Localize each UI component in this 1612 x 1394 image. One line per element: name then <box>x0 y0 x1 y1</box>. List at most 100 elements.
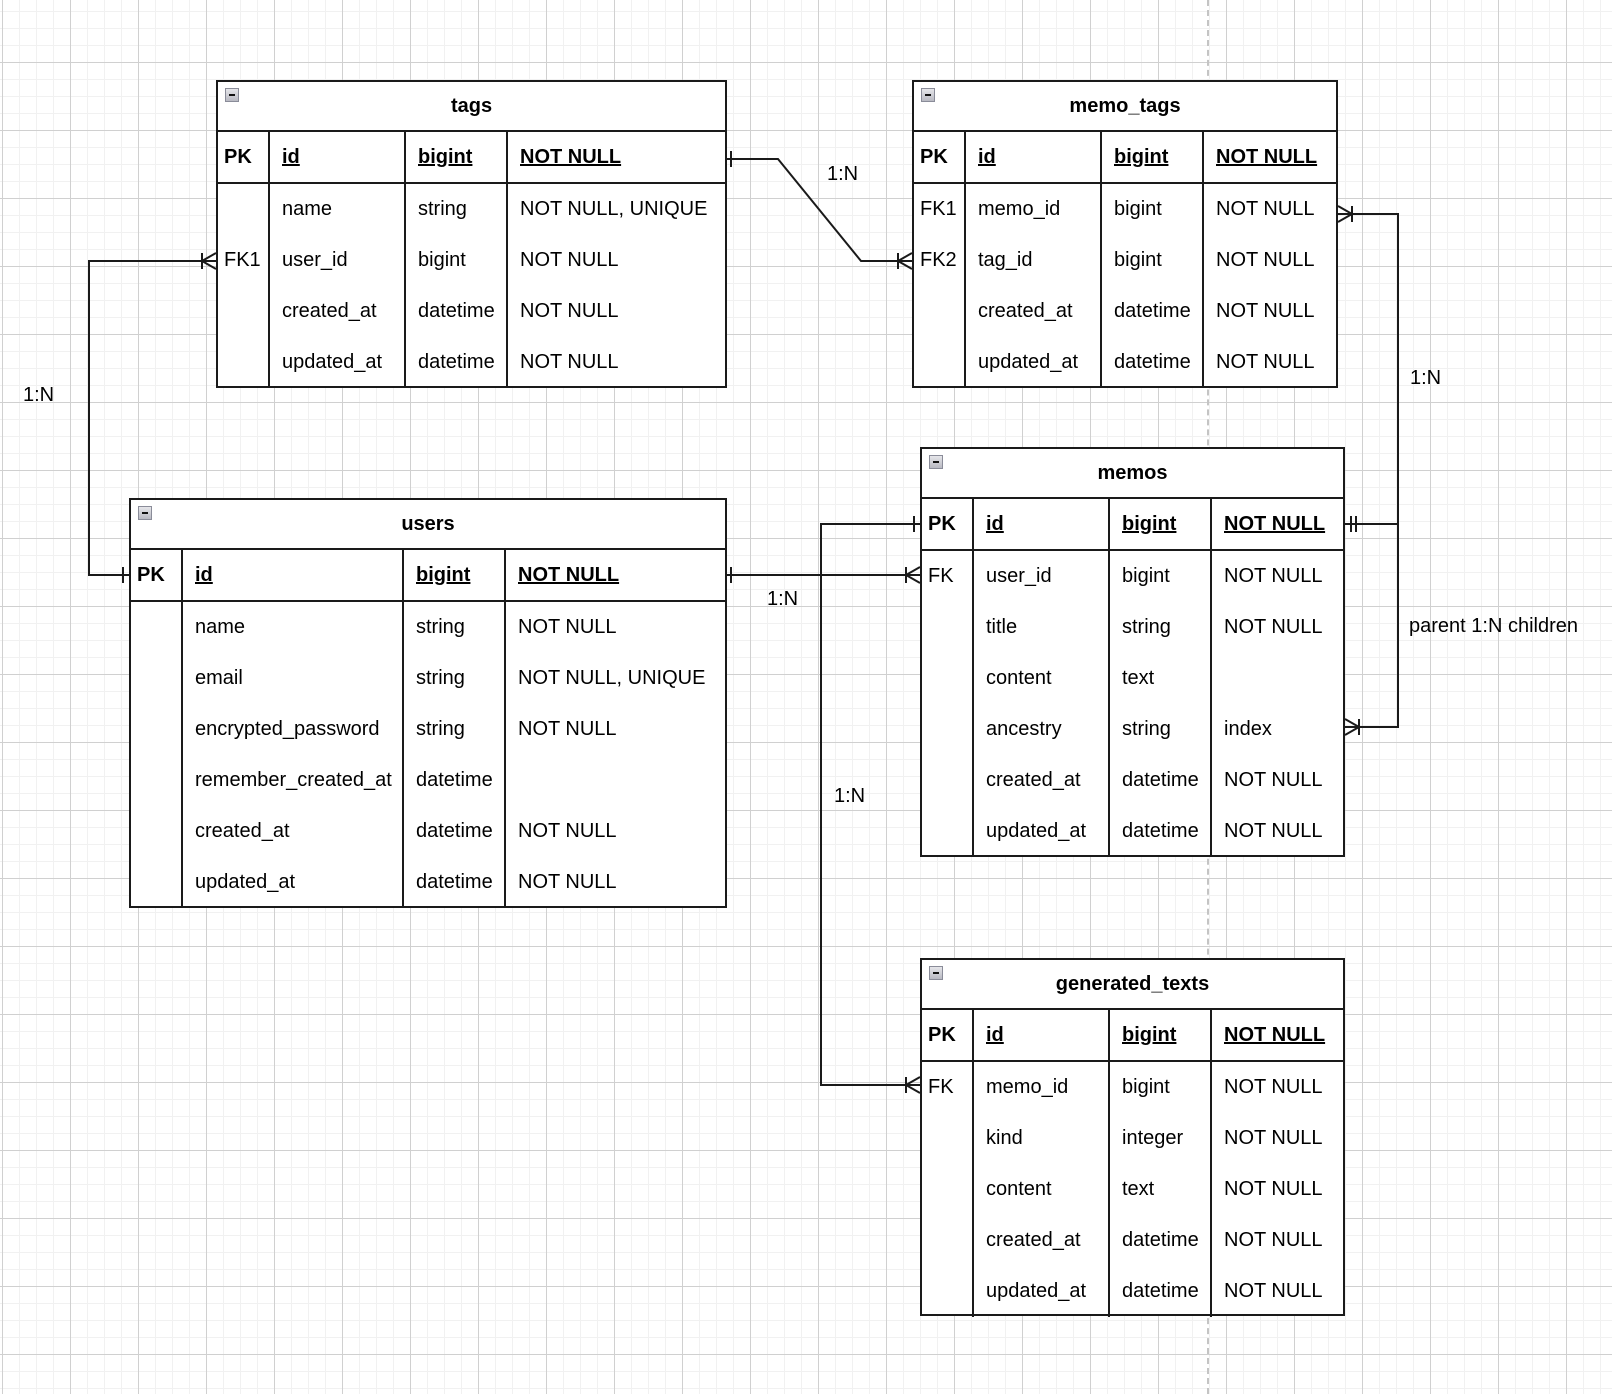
many-marker <box>903 566 921 584</box>
table-row: remember_created_at datetime <box>131 755 725 806</box>
key-cell: FK <box>928 1076 954 1098</box>
table-row: created_at datetime NOT NULL <box>218 286 725 337</box>
table-row: email string NOT NULL, UNIQUE <box>131 653 725 704</box>
field-type: bigint <box>1108 499 1211 551</box>
collapse-icon[interactable] <box>929 966 943 980</box>
connector-memos-generated-texts[interactable] <box>820 516 921 1094</box>
table-row: updated_at datetime NOT NULL <box>922 1266 1343 1317</box>
field-constraint <box>1210 653 1343 704</box>
table-row: content text NOT NULL <box>922 1164 1343 1215</box>
field-name: memo_id <box>972 1061 1109 1113</box>
relationship-label: parent 1:N children <box>1409 615 1578 637</box>
field-type: bigint <box>1100 235 1203 286</box>
entity-users[interactable]: users PK id bigint NOT NULL name string … <box>129 498 727 908</box>
table-row-pk: PK id bigint NOT NULL <box>914 132 1336 184</box>
connector-memos-self[interactable] <box>1344 524 1399 736</box>
key-cell <box>131 806 182 857</box>
entity-generated-texts[interactable]: generated_texts PK id bigint NOT NULL FK… <box>920 958 1345 1317</box>
entity-tags[interactable]: tags PK id bigint NOT NULL name string N… <box>216 80 727 388</box>
field-type: text <box>1108 1164 1211 1215</box>
table-row-pk: PK id bigint NOT NULL <box>131 550 725 602</box>
field-type: integer <box>1108 1113 1211 1164</box>
field-constraint: NOT NULL <box>504 601 725 653</box>
connector-users-memos[interactable] <box>727 566 921 584</box>
field-name: ancestry <box>972 704 1109 755</box>
field-name: name <box>268 183 405 235</box>
field-table: PK id bigint NOT NULL FK1 memo_id bigint… <box>914 132 1336 388</box>
table-row-pk: PK id bigint NOT NULL <box>922 499 1343 551</box>
relationship-label: 1:N <box>767 588 799 610</box>
collapse-icon[interactable] <box>929 455 943 469</box>
connector-tags-memo-tags[interactable] <box>727 151 913 270</box>
entity-title: tags <box>218 82 725 132</box>
table-row: FK user_id bigint NOT NULL <box>922 550 1343 602</box>
key-cell <box>131 704 182 755</box>
field-name: content <box>972 1164 1109 1215</box>
field-name: created_at <box>268 286 405 337</box>
table-row: title string NOT NULL <box>922 602 1343 653</box>
field-type: string <box>402 704 505 755</box>
field-type: bigint <box>1100 132 1203 184</box>
field-type: datetime <box>1108 755 1211 806</box>
table-row-pk: PK id bigint NOT NULL <box>218 132 725 184</box>
entity-memos[interactable]: memos PK id bigint NOT NULL FK user_id b… <box>920 447 1345 857</box>
field-constraint: NOT NULL <box>1202 337 1336 388</box>
entity-title-text: generated_texts <box>1055 972 1210 995</box>
field-table: PK id bigint NOT NULL name string NOT NU… <box>131 550 725 908</box>
key-cell <box>218 286 269 337</box>
key-cell <box>131 601 182 653</box>
field-name: created_at <box>972 755 1109 806</box>
field-constraint: NOT NULL <box>1210 1266 1343 1317</box>
collapse-icon[interactable] <box>138 506 152 520</box>
entity-memo-tags[interactable]: memo_tags PK id bigint NOT NULL FK1 memo… <box>912 80 1338 388</box>
field-constraint: NOT NULL <box>1210 550 1343 602</box>
table-row: created_at datetime NOT NULL <box>922 755 1343 806</box>
table-row: FK2 tag_id bigint NOT NULL <box>914 235 1336 286</box>
field-table: PK id bigint NOT NULL FK memo_id bigint … <box>922 1010 1343 1317</box>
field-name: email <box>181 653 403 704</box>
field-name: memo_id <box>964 183 1101 235</box>
field-constraint: NOT NULL, UNIQUE <box>504 653 725 704</box>
field-constraint: NOT NULL <box>1210 1215 1343 1266</box>
key-cell <box>922 806 973 857</box>
field-table: PK id bigint NOT NULL FK user_id bigint … <box>922 499 1343 857</box>
many-marker <box>199 252 217 270</box>
relationship-label: 1:N <box>834 785 866 807</box>
field-name: content <box>972 653 1109 704</box>
field-constraint: NOT NULL, UNIQUE <box>506 183 725 235</box>
table-row: name string NOT NULL <box>131 601 725 653</box>
collapse-icon[interactable] <box>921 88 935 102</box>
relationship-label: 1:N <box>23 384 55 406</box>
entity-title-text: users <box>401 512 455 535</box>
field-name: updated_at <box>268 337 405 388</box>
field-name: id <box>268 132 405 184</box>
table-row: FK1 memo_id bigint NOT NULL <box>914 183 1336 235</box>
entity-title: memos <box>922 449 1343 499</box>
connector-memos-memo-tags[interactable] <box>1337 205 1399 532</box>
field-name: updated_at <box>964 337 1101 388</box>
field-type: datetime <box>1108 1266 1211 1317</box>
key-cell <box>922 755 973 806</box>
key-cell <box>922 602 973 653</box>
field-name: id <box>972 499 1109 551</box>
key-cell <box>922 1266 973 1317</box>
field-type: datetime <box>402 857 505 908</box>
field-type: bigint <box>1108 1061 1211 1113</box>
table-row: created_at datetime NOT NULL <box>131 806 725 857</box>
field-type: datetime <box>404 337 507 388</box>
field-constraint: NOT NULL <box>506 235 725 286</box>
field-type: string <box>1108 602 1211 653</box>
key-cell <box>914 337 965 388</box>
table-row: updated_at datetime NOT NULL <box>922 806 1343 857</box>
collapse-icon[interactable] <box>225 88 239 102</box>
connector-users-tags[interactable] <box>88 252 217 583</box>
table-row: content text <box>922 653 1343 704</box>
field-constraint: NOT NULL <box>506 132 725 184</box>
field-constraint: NOT NULL <box>1210 1061 1343 1113</box>
field-constraint: NOT NULL <box>504 550 725 602</box>
field-name: remember_created_at <box>181 755 403 806</box>
field-constraint: NOT NULL <box>1210 1164 1343 1215</box>
key-cell <box>914 286 965 337</box>
key-cell: PK <box>218 132 269 184</box>
field-name: created_at <box>181 806 403 857</box>
